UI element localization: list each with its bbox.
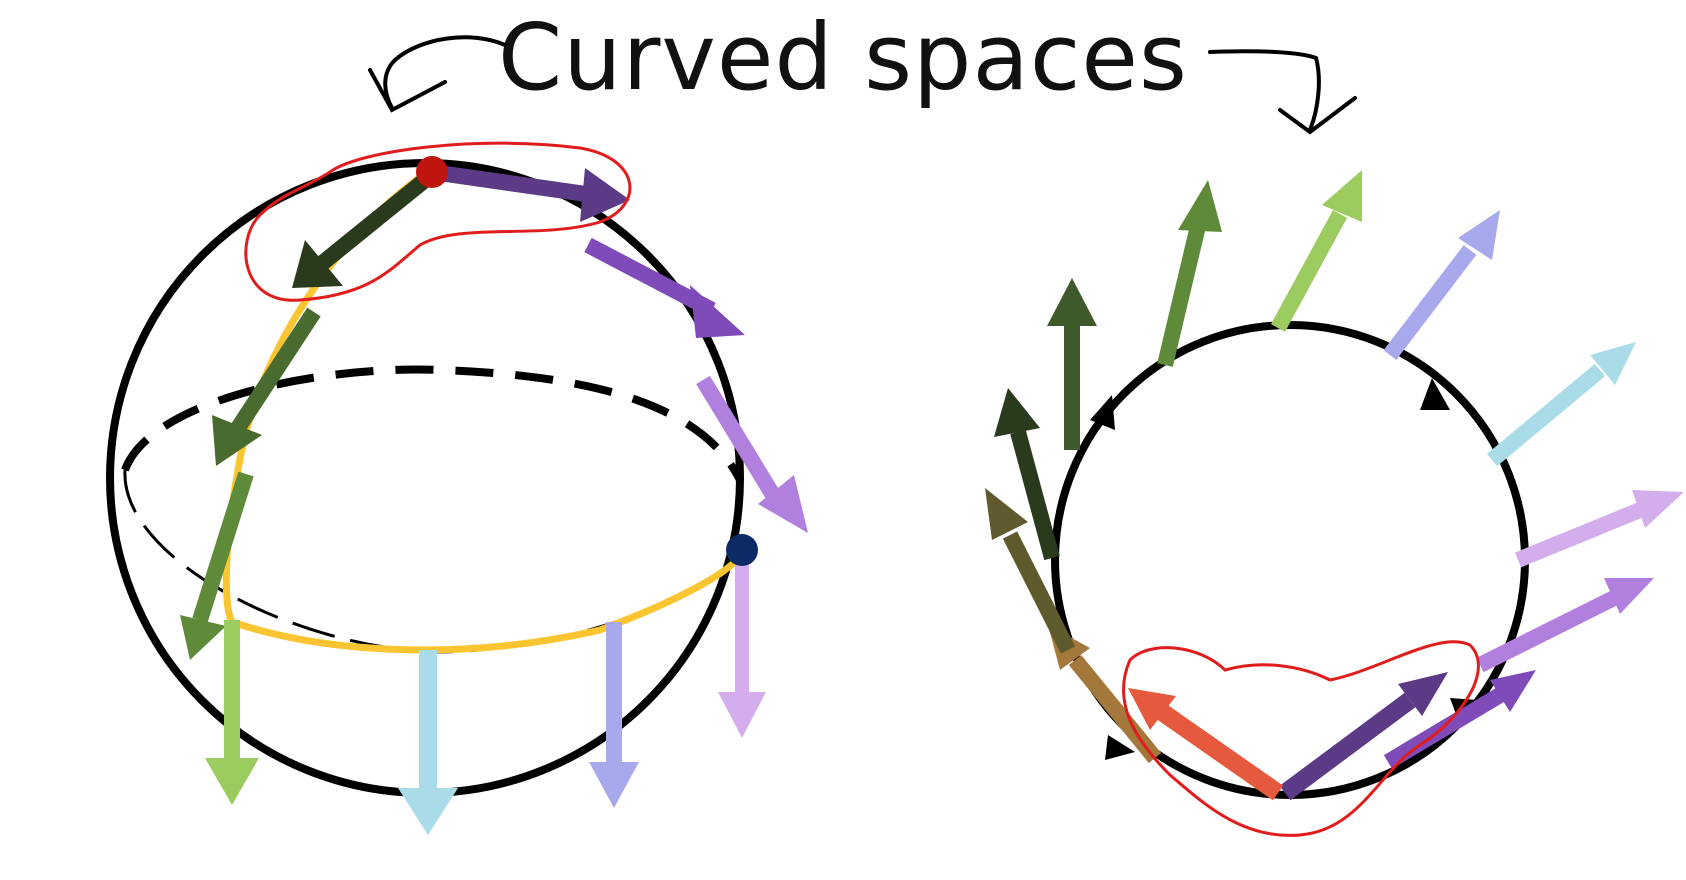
circle-arrow [994,388,1060,561]
annotation-loop-circle [1122,640,1480,837]
sphere-arrow [718,552,766,738]
sphere-arrow [212,307,321,466]
circle-arrow [985,488,1076,654]
sphere-diagram [106,141,808,835]
sphere-arrow [398,650,458,835]
circle-arrow [1128,688,1284,801]
page-title: Curved spaces [498,4,1188,111]
direction-marker [1420,378,1450,410]
curved-arrow-right-icon [1208,49,1357,135]
curved-arrow-left-icon [368,35,507,113]
circle-arrow [1270,170,1362,332]
sphere-arrow [430,164,630,222]
circle-arrow [1383,210,1500,360]
circle-arrow [1383,670,1536,769]
circle-arrow [1486,342,1636,467]
circle-arrow [1157,180,1222,367]
start-point [416,156,448,188]
end-point [726,534,758,566]
circle-arrow [1476,578,1654,673]
sphere-arrow [205,620,259,805]
direction-marker [1105,735,1135,760]
sphere-arrow [584,237,745,338]
circle-arrow [1047,278,1097,450]
sphere-arrow [180,471,254,660]
sphere-equator-back [121,365,744,482]
direction-marker [1090,395,1115,430]
annotation-loop-sphere [244,141,632,302]
circle-arrow [1514,490,1684,568]
sphere-arrow [696,375,808,533]
sphere-arrow [292,169,436,288]
circle-diagram [985,170,1684,837]
circle-arrow [1279,672,1448,801]
sphere-arrow [589,622,639,808]
